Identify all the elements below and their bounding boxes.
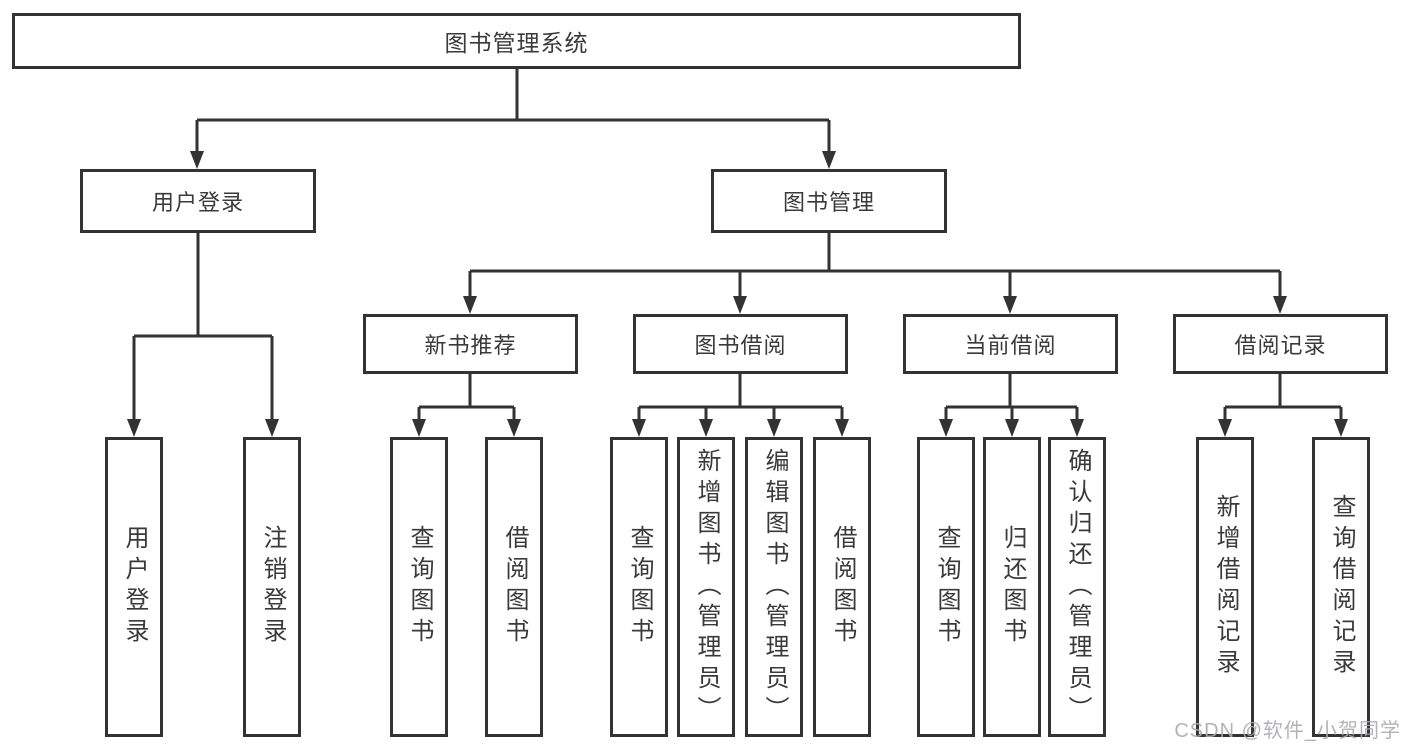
leaf-query-books-borrowing-label: 查询图书 (626, 525, 653, 649)
leaf-add-borrow-record: 新增借阅记录 (1196, 437, 1254, 737)
leaf-return-books-label: 归还图书 (999, 525, 1026, 649)
node-new-book-recommend-label: 新书推荐 (424, 333, 517, 358)
leaf-query-borrow-record: 查询借阅记录 (1312, 437, 1370, 737)
leaf-logout: 注销登录 (243, 437, 301, 737)
node-book-borrowing: 图书借阅 (633, 314, 848, 374)
leaf-add-borrow-record-label: 新增借阅记录 (1212, 494, 1239, 680)
node-book-management-label: 图书管理 (782, 190, 875, 215)
node-borrowing-records-label: 借阅记录 (1234, 333, 1327, 358)
node-root-label: 图书管理系统 (444, 30, 589, 56)
node-book-borrowing-label: 图书借阅 (694, 333, 787, 358)
node-new-book-recommend: 新书推荐 (363, 314, 578, 374)
leaf-query-borrow-record-label: 查询借阅记录 (1328, 494, 1355, 680)
leaf-query-books-recommend: 查询图书 (390, 437, 448, 737)
leaf-add-books-admin-label: 新增图书（管理员） (693, 447, 720, 727)
leaf-edit-books-admin-label: 编辑图书（管理员） (761, 447, 788, 727)
leaf-query-books-recommend-label: 查询图书 (406, 525, 433, 649)
node-user-login-label: 用户登录 (151, 190, 244, 215)
node-user-login: 用户登录 (80, 169, 316, 233)
leaf-add-books-admin: 新增图书（管理员） (677, 437, 735, 737)
leaf-query-books-current: 查询图书 (917, 437, 975, 737)
node-borrowing-records: 借阅记录 (1173, 314, 1388, 374)
node-root: 图书管理系统 (12, 13, 1021, 69)
leaf-borrow-books-recommend-label: 借阅图书 (501, 525, 528, 649)
node-book-management: 图书管理 (711, 169, 947, 233)
watermark: CSDN @软件_小贺同学 (1174, 720, 1401, 742)
leaf-borrow-books-recommend: 借阅图书 (485, 437, 543, 737)
leaf-query-books-current-label: 查询图书 (933, 525, 960, 649)
leaf-user-login: 用户登录 (105, 437, 163, 737)
leaf-confirm-return-admin: 确认归还（管理员） (1048, 437, 1106, 737)
leaf-user-login-label: 用户登录 (121, 525, 148, 649)
leaf-query-books-borrowing: 查询图书 (610, 437, 668, 737)
leaf-edit-books-admin: 编辑图书（管理员） (745, 437, 803, 737)
leaf-borrow-books-borrowing-label: 借阅图书 (829, 525, 856, 649)
leaf-borrow-books-borrowing: 借阅图书 (813, 437, 871, 737)
leaf-return-books: 归还图书 (983, 437, 1041, 737)
node-current-borrowing-label: 当前借阅 (964, 333, 1057, 358)
leaf-confirm-return-admin-label: 确认归还（管理员） (1064, 447, 1091, 727)
node-current-borrowing: 当前借阅 (903, 314, 1118, 374)
leaf-logout-label: 注销登录 (259, 525, 286, 649)
